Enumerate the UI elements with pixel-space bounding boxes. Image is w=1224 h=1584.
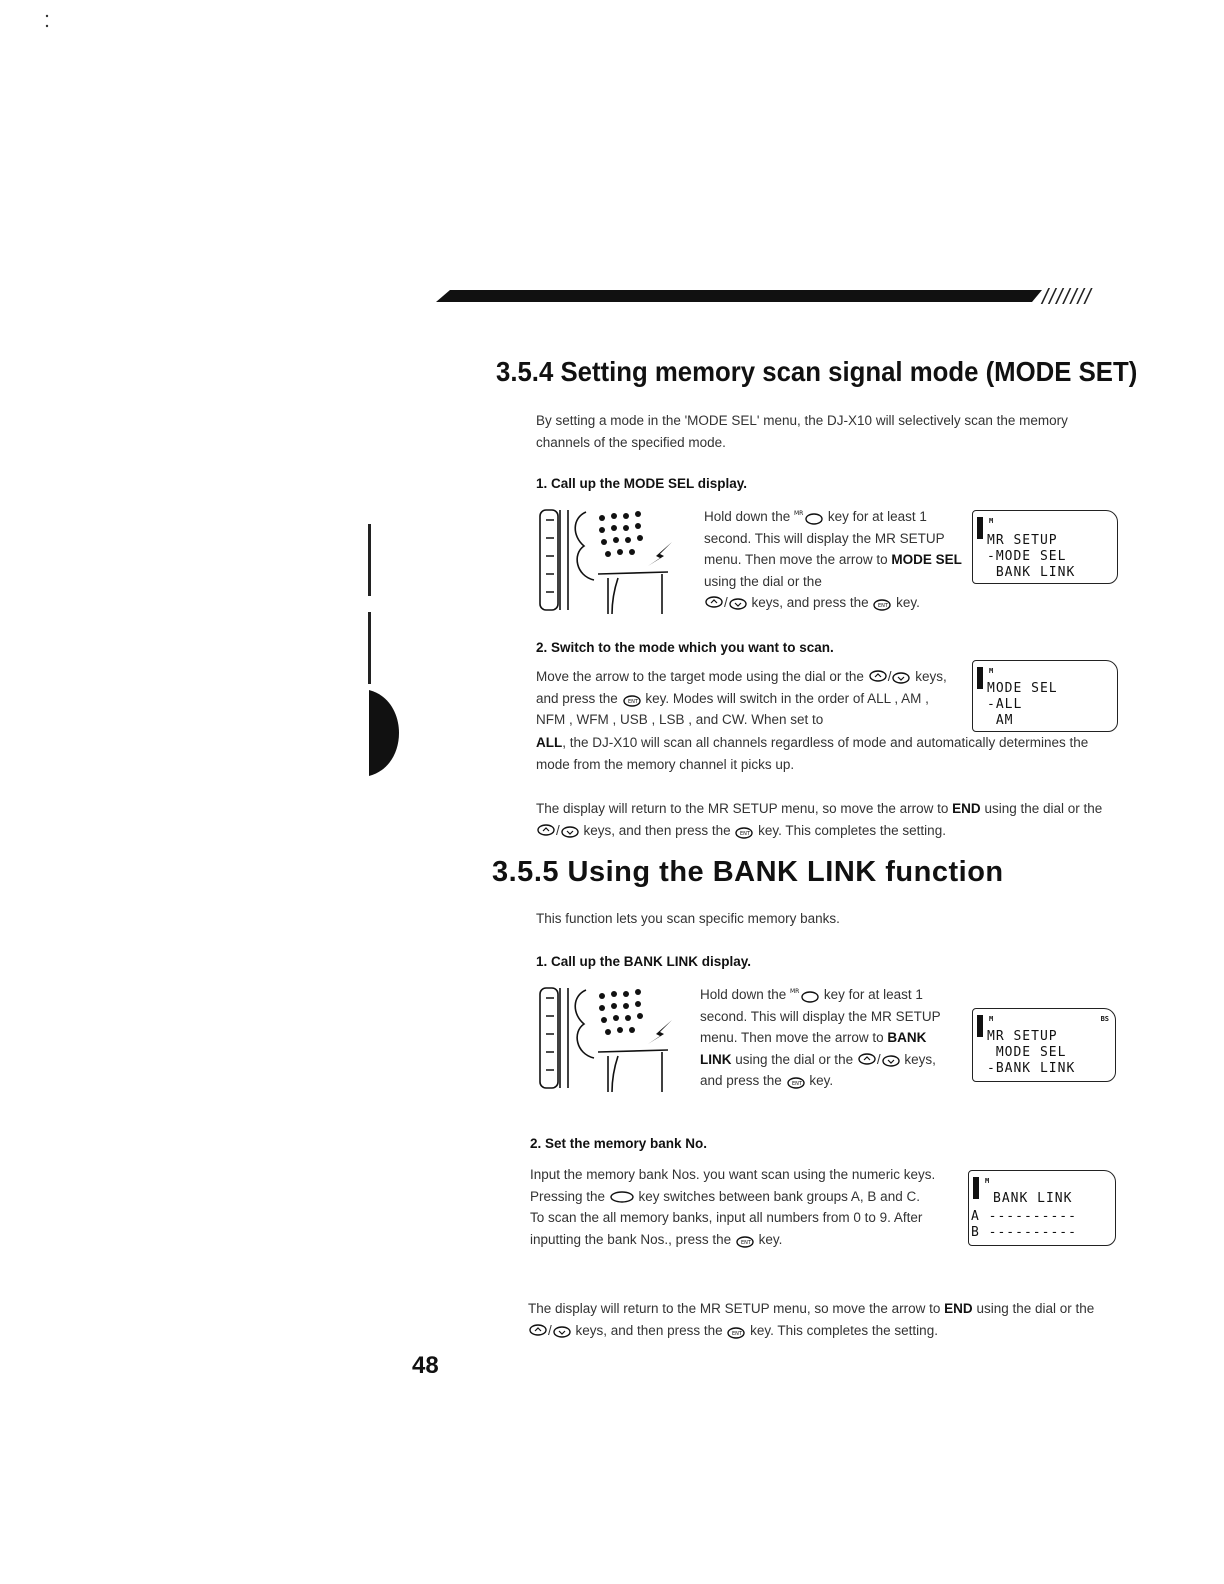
down-key-icon (892, 672, 911, 685)
set-ent-key-icon: ENT (786, 1077, 805, 1090)
step-text: Hold down the MR key for at least 1 seco… (704, 509, 962, 589)
lcd-mode-sel: M MODE SEL -ALL AM (972, 660, 1118, 732)
mr-key-icon: MR (790, 988, 819, 1004)
mr-key-icon: MR (794, 510, 823, 526)
set-ent-key-icon: ENT (736, 1236, 754, 1248)
set-ent-key-icon: ENT (727, 1327, 746, 1339)
step-text: Move the arrow to the target mode using … (536, 669, 947, 727)
up-key-icon (858, 1053, 876, 1065)
down-key-icon (881, 1055, 900, 1067)
header-bar (436, 290, 1042, 302)
svg-text:ENT: ENT (792, 1081, 803, 1087)
svg-text:MR: MR (790, 988, 799, 995)
section-outro: The display will return to the MR SETUP … (528, 1298, 1118, 1341)
lcd-bank-link: M BANK LINK A ---------- B ---------- (968, 1170, 1116, 1246)
set-ent-key-icon: ENT (873, 599, 892, 612)
set-ent-key-icon: ENT (622, 695, 641, 707)
svg-text:ENT: ENT (732, 1331, 743, 1337)
chapter-tab-marker (369, 690, 399, 776)
up-key-icon (537, 824, 555, 836)
svg-text:ENT: ENT (628, 699, 639, 705)
step-text: Input the memory bank Nos. you want scan… (530, 1164, 940, 1250)
section-outro: The display will return to the MR SETUP … (536, 798, 1116, 841)
section-intro: By setting a mode in the 'MODE SEL' menu… (536, 413, 1068, 450)
svg-text:MR: MR (794, 510, 803, 517)
up-key-icon (868, 670, 887, 683)
page-number: 48 (412, 1352, 439, 1379)
step-text-cont: ALL, the DJ-X10 will scan all channels r… (536, 735, 1089, 772)
section-intro: This function lets you scan specific mem… (536, 911, 840, 926)
step-heading: 2. Switch to the mode which you want to … (536, 640, 834, 655)
section-title-3-5-5: 3.5.5 Using the BANK LINK function (492, 856, 1004, 888)
lcd-mr-setup: M MR SETUP -MODE SEL BANK LINK (972, 510, 1118, 584)
step-heading: 2. Set the memory bank No. (530, 1136, 708, 1151)
down-key-icon (561, 826, 579, 838)
radio-device-illustration (539, 509, 672, 615)
down-key-icon (729, 598, 747, 611)
oval-key-icon (610, 1191, 634, 1203)
step-text: Hold down the MR key for at least 1 seco… (700, 984, 956, 1092)
set-ent-key-icon: ENT (735, 827, 754, 839)
margin-rule (368, 524, 371, 596)
lcd-bank-link-menu: M BS MR SETUP MODE SEL -BANK LINK (972, 1008, 1116, 1082)
radio-device-illustration (539, 987, 672, 1093)
margin-rule (368, 612, 371, 684)
header-hatch: /////// (1042, 284, 1092, 309)
svg-text:ENT: ENT (740, 831, 751, 837)
svg-text:ENT: ENT (741, 1240, 752, 1246)
step-text-cont: / keys, and press the ENT key. (704, 592, 1064, 614)
svg-text:ENT: ENT (878, 603, 889, 609)
scan-artifact-dots (45, 14, 49, 28)
up-key-icon (529, 1324, 547, 1336)
down-key-icon (553, 1326, 571, 1338)
step-heading: 1. Call up the BANK LINK display. (536, 954, 752, 969)
step-heading: 1. Call up the MODE SEL display. (536, 476, 748, 491)
up-key-icon (705, 596, 723, 609)
section-title-3-5-4: 3.5.4 Setting memory scan signal mode (M… (496, 356, 1138, 387)
